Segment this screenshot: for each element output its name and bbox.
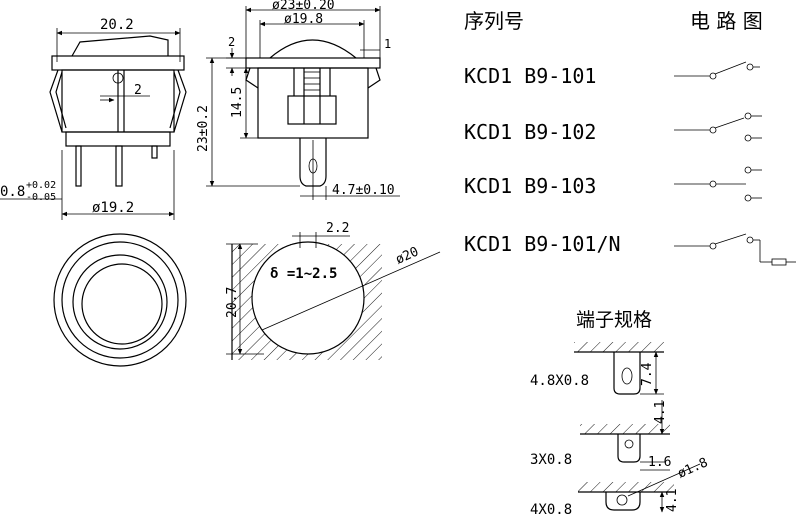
model-code-1: KCD1 B9-101 <box>464 64 596 88</box>
series-header: 序列号 <box>464 9 524 33</box>
outer-dia-label: ø23±0.20 <box>272 0 335 13</box>
terminal-spec-3: ø1.8 4.1 4X0.8 <box>530 455 710 517</box>
tol-lower-label: -0.05 <box>26 192 56 203</box>
terminals-title: 端子规格 <box>576 309 652 331</box>
height-total-label: 23±0.2 <box>196 105 211 152</box>
notch-label: 2.2 <box>326 221 349 236</box>
pin-thickness-label: 0.8 <box>0 184 25 200</box>
terminal-2-dim-1: 4.1 <box>653 401 668 424</box>
terminal-spec-2: 4.1 1.6 3X0.8 <box>530 400 671 471</box>
circuit-diagram-3 <box>674 166 762 202</box>
side-body-dia-label: ø19.2 <box>92 200 134 216</box>
terminal-spec-1: 4.8X0.8 7.4 <box>530 342 664 395</box>
pin-width-label: 4.7±0.10 <box>332 183 395 198</box>
terminal-1-dim-1: 7.4 <box>640 362 655 386</box>
terminal-3-spec: 4X0.8 <box>530 502 572 517</box>
side-width-label: 20.2 <box>100 17 134 33</box>
side-view: 20.2 2 0.8 +0.02 -0.05 ø19.2 <box>0 17 187 220</box>
lip-label: 2 <box>228 35 235 49</box>
circuit-diagram-1 <box>674 61 760 80</box>
panel-thickness-label: δ =1~2.5 <box>270 266 337 282</box>
height-body-label: 14.5 <box>230 87 245 118</box>
front-view: ø23±0.20 ø19.8 2 1 23±0.2 14 <box>196 0 400 200</box>
panel-cutout: 20.7 2.2 ø20 δ =1~2.5 <box>225 221 441 360</box>
inner-dia-label: ø19.8 <box>284 12 323 27</box>
model-code-2: KCD1 B9-102 <box>464 120 596 144</box>
cutout-height-label: 20.7 <box>225 287 240 318</box>
terminal-3-dim-1: ø1.8 <box>676 455 711 481</box>
circuit-diagram-2 <box>674 112 762 142</box>
cutout-dia-label: ø20 <box>394 244 422 267</box>
terminal-2-spec: 3X0.8 <box>530 452 572 468</box>
terminal-3-dim-2: 4.1 <box>665 489 680 512</box>
model-code-4: KCD1 B9-101/N <box>464 232 621 256</box>
pin-small-label: 2 <box>134 83 142 98</box>
round-top-view <box>53 233 187 367</box>
circuit-diagram-4 <box>674 233 796 266</box>
step-label: 1 <box>384 37 391 51</box>
terminal-1-spec: 4.8X0.8 <box>530 373 589 389</box>
tol-upper-label: +0.02 <box>26 180 56 191</box>
circuit-header: 电 路 图 <box>690 9 763 33</box>
terminal-2-dim-2: 1.6 <box>648 455 671 470</box>
model-code-3: KCD1 B9-103 <box>464 174 596 198</box>
